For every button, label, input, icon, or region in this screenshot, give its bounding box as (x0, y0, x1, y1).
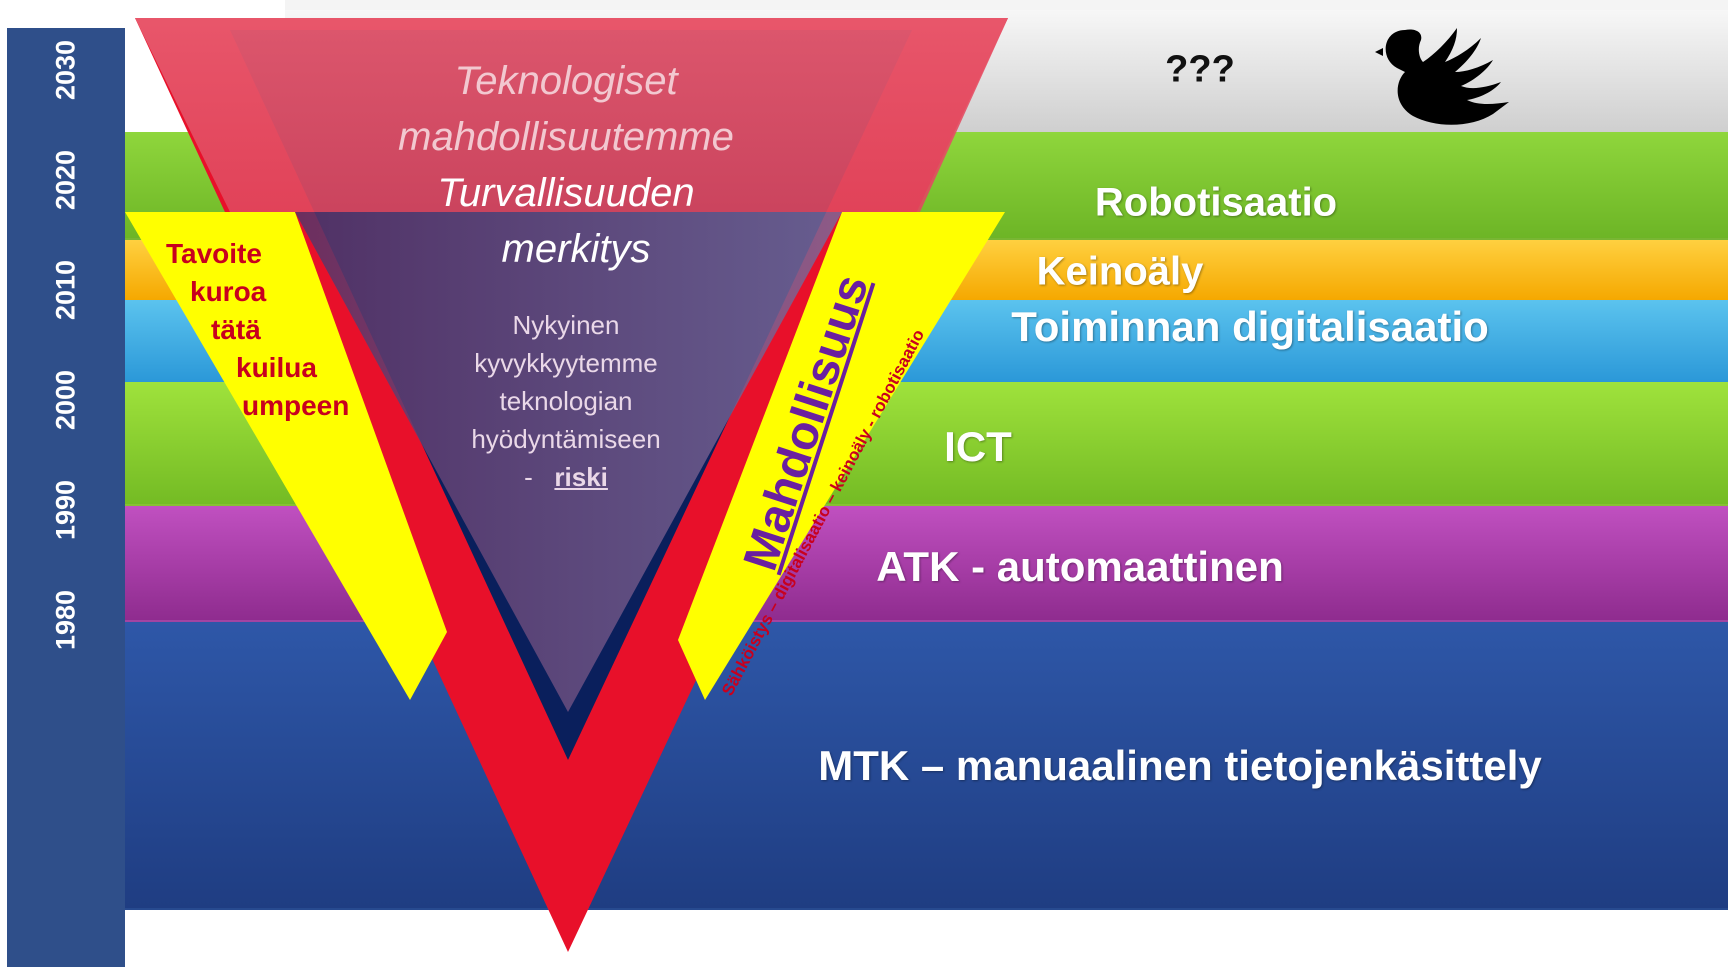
band-label-digitalisaatio: Toiminnan digitalisaatio (1011, 303, 1489, 350)
unknown-future-label: ??? (1165, 48, 1235, 91)
security-line-2: merkitys (501, 227, 651, 271)
risk-line: - riski (524, 458, 608, 496)
band-label-robotisaatio: Robotisaatio (1094, 180, 1338, 225)
tech-line-1: Teknologiset (454, 59, 678, 103)
risk-word: riski (554, 462, 608, 492)
capability-glass-triangle (295, 212, 842, 712)
capability-line-1: Nykyinen (512, 310, 620, 340)
band-label-keinoaly: Keinoäly (1036, 249, 1204, 294)
opportunity-glass-top (135, 18, 1008, 212)
goal-yellow-band (125, 212, 447, 700)
goal-text-1: Tavoite (166, 238, 262, 269)
capability-line-4: hyödyntämiseen (471, 424, 661, 454)
goal-text-3: tätä (211, 314, 261, 345)
black-swan-icon (1375, 18, 1515, 136)
opportunity-yellow-band (678, 212, 1005, 700)
band-label-atk: ATK - automaattinen (876, 543, 1284, 590)
band-label-ict: ICT (944, 423, 1012, 470)
capability-line-2: kyvykkyytemme (474, 348, 658, 378)
goal-text-5: umpeen (242, 390, 350, 421)
capability-line-3: teknologian (499, 386, 633, 416)
goal-text-2: kuroa (190, 276, 267, 307)
security-line-1: Turvallisuuden (437, 171, 695, 215)
risk-dash: - (524, 462, 533, 492)
goal-text-4: kuilua (236, 352, 317, 383)
band-mtk (125, 622, 1728, 910)
tech-line-2: mahdollisuutemme (398, 115, 734, 159)
year-axis: 2030 2020 2010 2000 1990 1980 (7, 28, 125, 967)
band-label-mtk: MTK – manuaalinen tietojenkäsittely (818, 742, 1542, 789)
